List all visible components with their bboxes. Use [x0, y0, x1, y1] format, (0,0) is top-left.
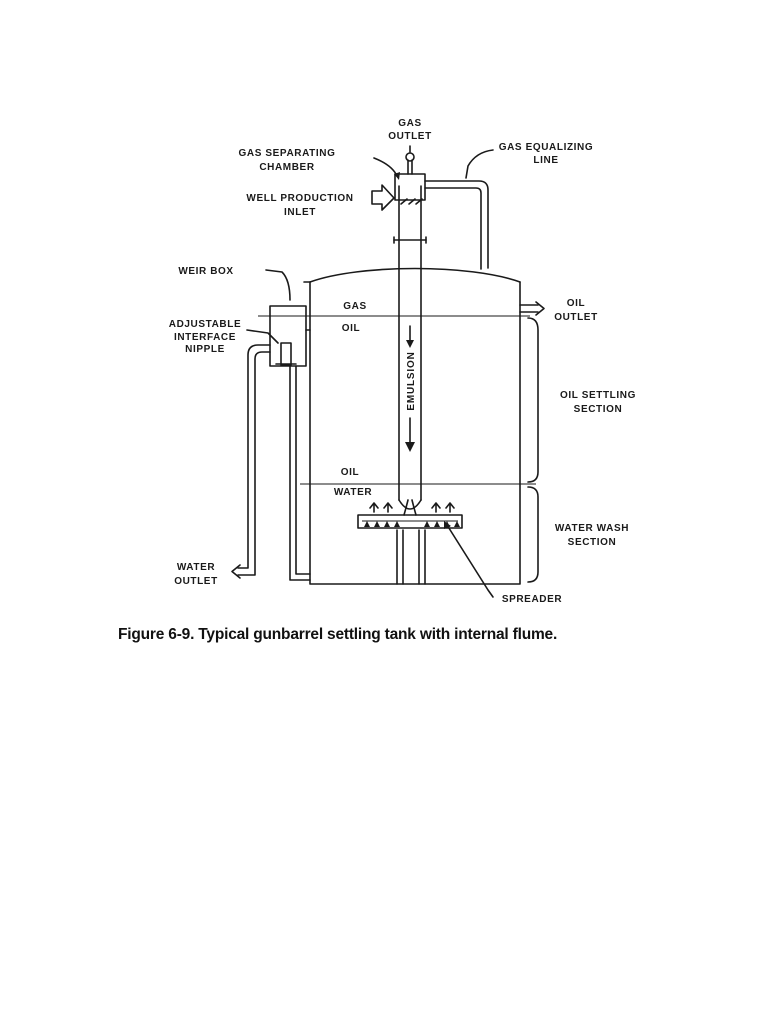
- svg-text:ADJUSTABLE: ADJUSTABLE: [169, 319, 241, 330]
- svg-text:GAS SEPARATING: GAS SEPARATING: [239, 148, 336, 159]
- svg-text:SECTION: SECTION: [568, 537, 617, 548]
- oil-settling-section-label: OIL SETTLING SECTION: [560, 390, 636, 415]
- svg-text:OUTLET: OUTLET: [554, 312, 598, 323]
- svg-text:GAS EQUALIZING: GAS EQUALIZING: [499, 142, 594, 153]
- svg-text:GAS: GAS: [398, 118, 421, 129]
- gas-equalizing-line-label: GAS EQUALIZING LINE: [499, 142, 594, 166]
- weir-box-label: WEIR BOX: [178, 266, 233, 277]
- water-wash-bracket: [527, 486, 539, 583]
- svg-text:LINE: LINE: [533, 155, 558, 166]
- water-outlet-label: WATER OUTLET: [174, 562, 218, 587]
- svg-text:OIL SETTLING: OIL SETTLING: [560, 390, 636, 401]
- gas-zone-label: GAS: [343, 301, 366, 312]
- svg-text:SECTION: SECTION: [574, 404, 623, 415]
- svg-text:OUTLET: OUTLET: [174, 576, 218, 587]
- well-production-inlet-label: WELL PRODUCTION INLET: [246, 193, 353, 218]
- figure-caption: Figure 6-9. Typical gunbarrel settling t…: [118, 626, 558, 643]
- gunbarrel-tank-diagram: GAS OUTLET GAS SEPARATING CHAMBER GAS EQ…: [169, 118, 636, 605]
- oil-lower-label: OIL: [341, 467, 359, 478]
- gas-equalizing-line: [424, 180, 489, 270]
- svg-text:INLET: INLET: [284, 207, 316, 218]
- emulsion-label: EMULSION: [406, 351, 417, 410]
- svg-text:WATER: WATER: [177, 562, 216, 573]
- oil-outlet-nozzle: [519, 301, 545, 316]
- svg-text:WATER WASH: WATER WASH: [555, 523, 629, 534]
- gas-outlet-label: GAS OUTLET: [388, 118, 432, 142]
- svg-text:NIPPLE: NIPPLE: [185, 344, 225, 355]
- water-zone-label: WATER: [334, 487, 373, 498]
- external-water-piping: [231, 344, 311, 581]
- well-production-inlet-arrow: [371, 184, 395, 211]
- oil-zone-label: OIL: [342, 323, 360, 334]
- spreader-label: SPREADER: [502, 594, 563, 605]
- gas-separating-chamber-label: GAS SEPARATING CHAMBER: [239, 148, 336, 173]
- adjustable-interface-nipple: [275, 342, 297, 366]
- svg-text:OUTLET: OUTLET: [388, 131, 432, 142]
- water-wash-section-label: WATER WASH SECTION: [555, 523, 629, 548]
- internal-flume: [393, 185, 427, 585]
- tank-shell: [303, 267, 521, 585]
- gas-separating-chamber: [394, 145, 426, 205]
- svg-text:OIL: OIL: [567, 298, 585, 309]
- svg-text:WELL PRODUCTION: WELL PRODUCTION: [246, 193, 353, 204]
- oil-settling-bracket: [527, 317, 539, 483]
- weir-box: [269, 305, 311, 367]
- leader-lines: [246, 149, 494, 598]
- svg-text:INTERFACE: INTERFACE: [174, 332, 236, 343]
- oil-outlet-label: OIL OUTLET: [554, 298, 598, 323]
- spreader: [357, 499, 463, 529]
- emulsion-flow-arrow: [405, 325, 415, 452]
- svg-text:CHAMBER: CHAMBER: [259, 162, 314, 173]
- adjustable-interface-nipple-label: ADJUSTABLE INTERFACE NIPPLE: [169, 319, 241, 355]
